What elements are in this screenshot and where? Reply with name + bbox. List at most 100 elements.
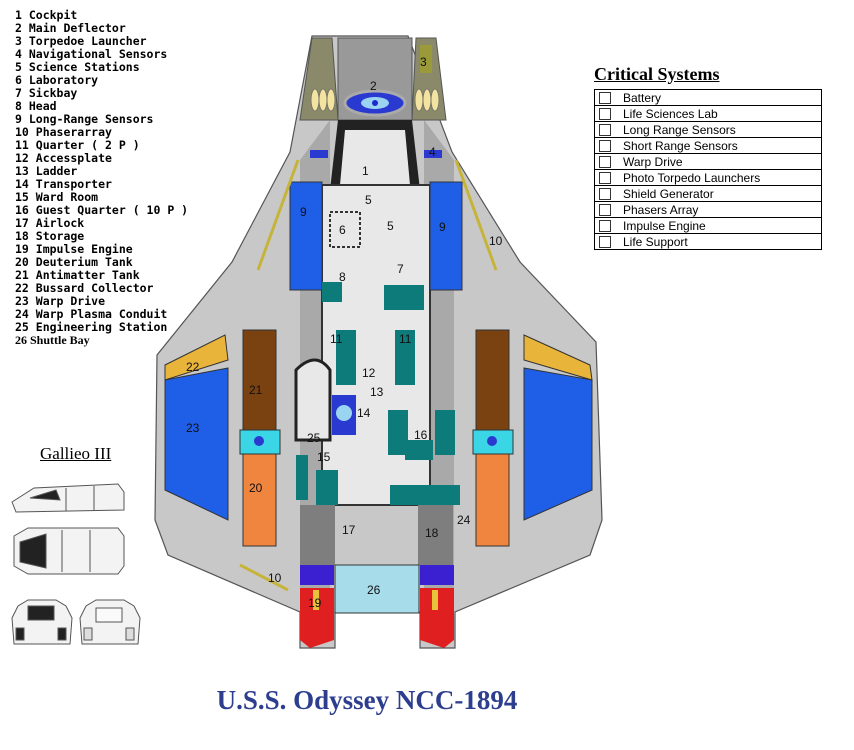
legend-item: 8 Head (15, 99, 57, 113)
checklist-label: Life Support (623, 234, 688, 249)
phaser-array-bottom-left (239, 563, 289, 592)
checkbox[interactable] (599, 204, 611, 217)
label-warp-drive: 23 (186, 421, 200, 435)
label-long-range-sensors: 9 (300, 205, 307, 219)
checkbox[interactable] (599, 236, 611, 249)
torpedo-pods (310, 88, 440, 112)
ship-name: U.S.S. Odyssey NCC-1894 (216, 685, 518, 715)
label-bussard-collector: 22 (186, 360, 200, 374)
label-warp-plasma-conduit: 24 (457, 513, 471, 527)
label-quarter: 11 (399, 332, 412, 346)
label-impulse-engine: 19 (308, 596, 322, 610)
checklist-row[interactable]: Impulse Engine (594, 217, 822, 234)
label-guest-quarter: 16 (414, 428, 428, 442)
shuttle-top-view (13, 527, 125, 575)
legend-item: 17 Airlock (15, 216, 85, 230)
laboratory (329, 211, 361, 248)
impulse-exhaust (432, 590, 438, 610)
impulse-engine-right (420, 588, 454, 648)
label-airlock: 17 (342, 523, 356, 537)
checklist-label: Warp Drive (623, 154, 683, 169)
legend-item: 18 Storage (15, 229, 85, 243)
bussard-collector-right (523, 334, 593, 381)
legend-item: 25 Engineering Station (15, 320, 168, 334)
deuterium-tank (242, 453, 277, 547)
checklist-row[interactable]: Life Support (594, 233, 822, 250)
legend-item: 4 Navigational Sensors (15, 47, 168, 61)
warp-drive-right (523, 367, 593, 521)
checklist-label: Impulse Engine (623, 218, 706, 233)
antimatter-tank (475, 329, 510, 434)
legend-item: 6 Laboratory (15, 73, 99, 87)
checklist-label: Photo Torpedo Launchers (623, 170, 761, 185)
label-nav-sensors: 4 (429, 145, 436, 159)
legend-item: 20 Deuterium Tank (15, 255, 133, 269)
nav-sensor-right (424, 150, 442, 158)
checklist-label: Long Range Sensors (623, 122, 736, 137)
engineering-station (294, 358, 332, 442)
label-science-station: 5 (387, 219, 394, 233)
tank-connector-core (487, 436, 497, 446)
label-engineering-station: 25 (307, 431, 321, 445)
legend-item: 22 Bussard Collector (15, 281, 154, 295)
legend-item: 11 Quarter ( 2 P ) (15, 138, 140, 152)
label-deuterium-tank: 20 (249, 481, 263, 495)
airlock (300, 505, 335, 565)
storage (418, 505, 453, 565)
nav-sensor-left (310, 150, 328, 158)
label-shuttle-bay: 26 (367, 583, 381, 597)
long-range-sensor-left (289, 181, 323, 291)
shuttle-rear-view (79, 599, 141, 645)
impulse-engine-left (300, 588, 334, 648)
long-range-sensor-right (429, 181, 463, 291)
phaser-array-top-right (454, 159, 498, 271)
legend-item: 13 Ladder (15, 164, 78, 178)
transporter-pad (336, 405, 352, 421)
checklist-row[interactable]: Phasers Array (594, 201, 822, 218)
legend-item: 24 Warp Plasma Conduit (15, 307, 168, 321)
critical-systems-table: Battery Life Sciences Lab Long Range Sen… (594, 89, 822, 250)
legend-item: 5 Science Stations (15, 60, 140, 74)
label-long-range-sensors: 9 (439, 220, 446, 234)
label-phaser-array: 10 (268, 571, 282, 585)
checklist-row[interactable]: Warp Drive (594, 153, 822, 170)
impulse-engine-left-housing (300, 565, 334, 585)
checklist-label: Battery (623, 90, 662, 105)
shuttle-front-view (11, 599, 73, 645)
deuterium-tank (475, 453, 510, 547)
checkbox[interactable] (599, 220, 611, 233)
legend-item: 1 Cockpit (15, 8, 78, 22)
legend-item: 14 Transporter (15, 177, 112, 191)
legend-item: 9 Long-Range Sensors (15, 112, 154, 126)
checkbox[interactable] (599, 172, 611, 185)
label-accessplate: 12 (362, 366, 376, 380)
label-transporter: 14 (357, 406, 371, 420)
interior-furniture (296, 282, 460, 505)
checkbox[interactable] (599, 156, 611, 169)
shuttle-bay (334, 564, 420, 614)
legend-item: 16 Guest Quarter ( 10 P ) (15, 203, 189, 217)
checkbox[interactable] (599, 124, 611, 137)
warp-drive-left (164, 367, 229, 521)
bussard-collector-left (164, 334, 229, 381)
label-main-deflector: 2 (370, 79, 377, 93)
label-science-station: 5 (365, 193, 372, 207)
checklist-label: Short Range Sensors (623, 138, 738, 153)
legend-item: 15 Ward Room (15, 190, 99, 204)
shuttle-side-view (11, 483, 125, 513)
checklist-label: Shield Generator (623, 186, 714, 201)
label-ward-room: 15 (317, 450, 331, 464)
main-deflector-emitter (372, 100, 378, 106)
checkbox[interactable] (599, 108, 611, 121)
checkbox[interactable] (599, 92, 611, 105)
checkbox[interactable] (599, 140, 611, 153)
phaser-array-top-left (256, 159, 300, 271)
tank-connector-core (254, 436, 264, 446)
cockpit-floor (340, 130, 410, 185)
label-antimatter-tank: 21 (249, 383, 263, 397)
impulse-engine-right-housing (420, 565, 454, 585)
label-sickbay: 7 (397, 262, 404, 276)
checklist-label: Phasers Array (623, 202, 699, 217)
checkbox[interactable] (599, 188, 611, 201)
